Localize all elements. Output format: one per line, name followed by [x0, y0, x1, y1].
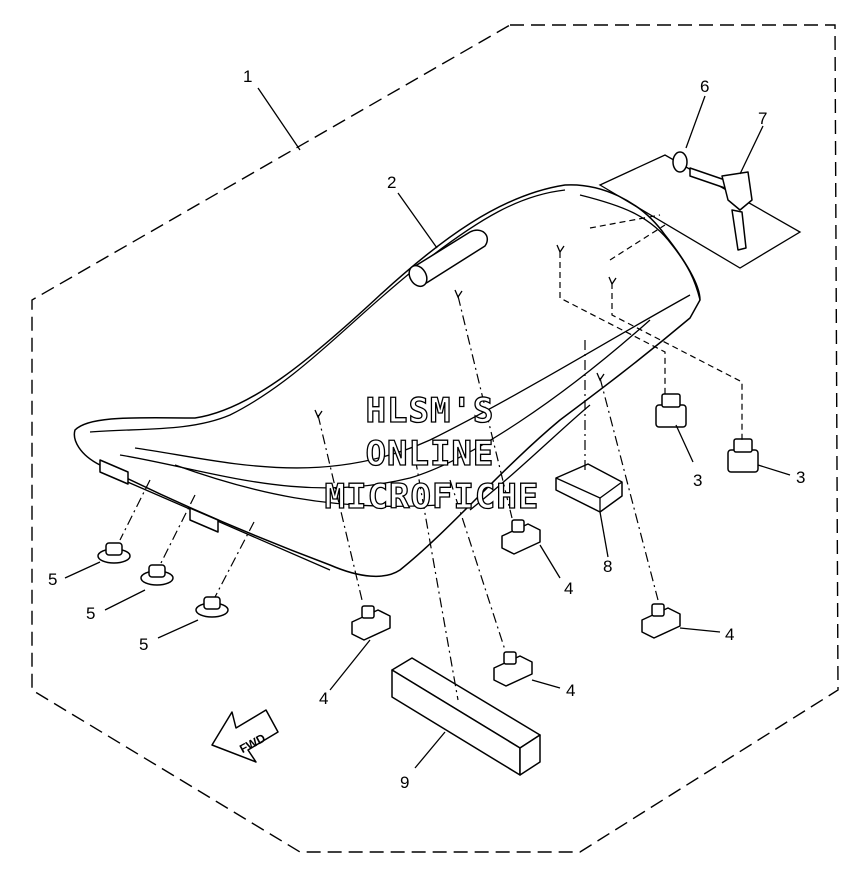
callout-4-d: 4	[725, 625, 734, 644]
part-3-bumper-right	[727, 438, 759, 473]
watermark-line-2: ONLINE	[366, 434, 495, 474]
callout-3-left: 3	[693, 471, 702, 490]
callout-leaders	[64, 87, 791, 769]
assembly-boundary	[31, 24, 839, 853]
watermark-line-3: MICROFICHE	[325, 477, 540, 517]
part-4-damper-a	[501, 519, 541, 555]
part-4-damper-c	[493, 651, 533, 687]
callout-4-a: 4	[564, 579, 573, 598]
lock-assembly-outline	[598, 154, 802, 269]
callout-4-b: 4	[319, 689, 328, 708]
callout-5-b: 5	[86, 604, 95, 623]
part-5-clip-c	[195, 596, 229, 618]
part-4-damper-d	[641, 603, 681, 639]
callout-labels: 1 2 6 7 3 3 4 4 4 4 5 5 5 8 9	[48, 67, 805, 792]
forward-arrow-icon: FWD	[211, 709, 279, 763]
callout-9: 9	[400, 773, 409, 792]
part-2-strap	[408, 229, 489, 288]
part-6-washer	[672, 151, 688, 173]
callout-6: 6	[700, 77, 709, 96]
callout-1: 1	[243, 67, 252, 86]
watermark: HLSM'S ONLINE MICROFICHE	[324, 390, 540, 517]
callout-8: 8	[603, 557, 612, 576]
part-5-clip-a	[97, 542, 131, 564]
part-5-clip-b	[140, 564, 174, 586]
part-8-pad	[555, 463, 623, 513]
seat	[73, 184, 701, 578]
assembly-lines	[119, 214, 743, 701]
callout-2: 2	[387, 173, 396, 192]
part-3-bumper-left	[655, 393, 687, 428]
callout-5-a: 5	[48, 570, 57, 589]
callout-4-c: 4	[566, 681, 575, 700]
part-9-sponge	[391, 657, 541, 776]
callout-5-c: 5	[139, 635, 148, 654]
part-7-lock-cylinder	[689, 167, 753, 251]
callout-3-right: 3	[796, 468, 805, 487]
watermark-line-1: HLSM'S	[366, 391, 495, 431]
callout-7: 7	[758, 109, 767, 128]
part-4-damper-b	[351, 605, 391, 641]
